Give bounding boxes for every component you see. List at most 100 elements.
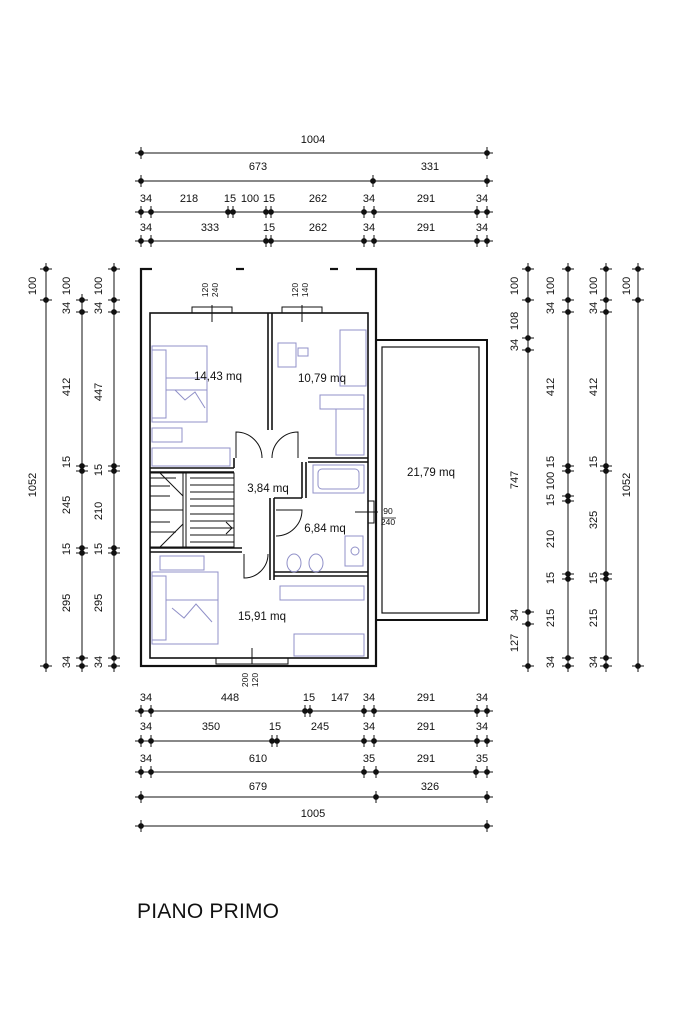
dim-r2-412: 412 [545, 378, 557, 396]
dim-bot2-34b: 34 [363, 721, 375, 733]
win2-h: 140 [300, 283, 310, 297]
dim-top-34a: 34 [140, 193, 152, 205]
dim-r2-34a: 34 [545, 302, 557, 314]
dim-r1-127: 127 [509, 634, 521, 652]
dim-bot2-34c: 34 [476, 721, 488, 733]
dim-top4-34c: 34 [476, 222, 488, 234]
dim-bot2-350: 350 [202, 721, 220, 733]
dim-r2-210: 210 [545, 530, 557, 548]
dim-r3-15b: 15 [588, 572, 600, 584]
dim-mid-34a: 34 [61, 302, 73, 314]
dim-top-15b: 15 [263, 193, 275, 205]
dim-r2-100b: 100 [545, 472, 557, 490]
dim-bot3-34: 34 [140, 753, 152, 765]
dim-top4-15: 15 [263, 222, 275, 234]
dim-bot2-245: 245 [311, 721, 329, 733]
win1-h: 240 [210, 283, 220, 297]
dim-top4-34b: 34 [363, 222, 375, 234]
dim-bot2-34a: 34 [140, 721, 152, 733]
dim-r3-34a: 34 [588, 302, 600, 314]
dim-mid-100: 100 [61, 277, 73, 295]
dim-bot1-291: 291 [417, 692, 435, 704]
dim-mid-245: 245 [61, 496, 73, 514]
room-bedroom2-area: 10,79 mq [298, 373, 346, 385]
dim-r2-215: 215 [545, 609, 557, 627]
room-terrace-area: 21,79 mq [407, 467, 455, 479]
dim-top-673: 673 [249, 161, 267, 173]
interior-walls [150, 313, 368, 580]
room-hall-area: 3,84 mq [247, 483, 289, 495]
dim-r3-325: 325 [588, 511, 600, 529]
doors [235, 431, 303, 579]
win3-w: 90 [383, 506, 393, 516]
dim-mid-15b: 15 [61, 543, 73, 555]
dim-r1-34a: 34 [509, 339, 521, 351]
dims-top: 1004 673 331 34 218 15 100 15 262 34 291… [140, 134, 488, 234]
win1-w: 120 [200, 283, 210, 297]
dim-bot2-15: 15 [269, 721, 281, 733]
dim-inner-34b: 34 [93, 656, 105, 668]
dim-bot-total: 1005 [301, 808, 325, 820]
dim-top-15a: 15 [224, 193, 236, 205]
dim-top4-291: 291 [417, 222, 435, 234]
dim-bot4-679: 679 [249, 781, 267, 793]
dim-bot4-326: 326 [421, 781, 439, 793]
dim-mid-15a: 15 [61, 456, 73, 468]
dim-bot3-291: 291 [417, 753, 435, 765]
dim-top4-262: 262 [309, 222, 327, 234]
dim-top-331: 331 [421, 161, 439, 173]
dim-left-1052: 1052 [27, 473, 39, 497]
room-labels: 14,43 mq 10,79 mq 3,84 mq 6,84 mq 21,79 … [194, 371, 455, 623]
dim-inner-295: 295 [93, 594, 105, 612]
dim-inner-15b: 15 [93, 543, 105, 555]
dim-inner-210: 210 [93, 502, 105, 520]
dimension-lines [40, 147, 644, 832]
dim-top-291: 291 [417, 193, 435, 205]
dim-inner-34a: 34 [93, 302, 105, 314]
dim-r3-34b: 34 [588, 656, 600, 668]
dim-top-100: 100 [241, 193, 259, 205]
dim-inner-15a: 15 [93, 464, 105, 476]
window-marks [191, 305, 378, 665]
dim-r4-100: 100 [621, 277, 633, 295]
win2-w: 120 [290, 283, 300, 297]
dim-r1-34b: 34 [509, 609, 521, 621]
dim-r4-1052: 1052 [621, 473, 633, 497]
room-bath-area: 6,84 mq [304, 523, 346, 535]
window-annotations: 120 240 120 140 90 240 200 120 [200, 283, 395, 687]
dim-left-100: 100 [27, 277, 39, 295]
dim-top-218: 218 [180, 193, 198, 205]
dim-r1-100: 100 [509, 277, 521, 295]
dim-bot1-448: 448 [221, 692, 239, 704]
dim-r2-15c: 15 [545, 572, 557, 584]
dim-r2-15b: 15 [545, 494, 557, 506]
win4-h: 120 [250, 673, 260, 687]
dim-r1-108: 108 [509, 312, 521, 330]
dim-bot1-15: 15 [303, 692, 315, 704]
dim-r3-100: 100 [588, 277, 600, 295]
dim-inner-100: 100 [93, 277, 105, 295]
dim-r3-15a: 15 [588, 456, 600, 468]
furniture [151, 329, 367, 657]
dims-right: 100 108 34 747 34 127 100 34 412 15 100 … [509, 277, 633, 668]
dim-top4-333: 333 [201, 222, 219, 234]
dim-r3-412: 412 [588, 378, 600, 396]
dim-inner-447: 447 [93, 383, 105, 401]
plan-title: PIANO PRIMO [137, 900, 280, 923]
dim-bot1-34a: 34 [140, 692, 152, 704]
dim-mid-295: 295 [61, 594, 73, 612]
dim-bot3-35a: 35 [363, 753, 375, 765]
dim-top4-34a: 34 [140, 222, 152, 234]
dims-bottom: 34 448 15 147 34 291 34 34 350 15 245 34… [140, 692, 488, 820]
dim-bot1-34c: 34 [476, 692, 488, 704]
dim-top-total: 1004 [301, 134, 325, 146]
dim-top-34c: 34 [476, 193, 488, 205]
dim-bot1-147: 147 [331, 692, 349, 704]
dims-left: 100 1052 100 34 412 15 245 15 295 34 100… [27, 277, 105, 668]
dim-top-262: 262 [309, 193, 327, 205]
dim-bot3-35b: 35 [476, 753, 488, 765]
dim-r2-100: 100 [545, 277, 557, 295]
dim-bot1-34b: 34 [363, 692, 375, 704]
dim-r3-215: 215 [588, 609, 600, 627]
